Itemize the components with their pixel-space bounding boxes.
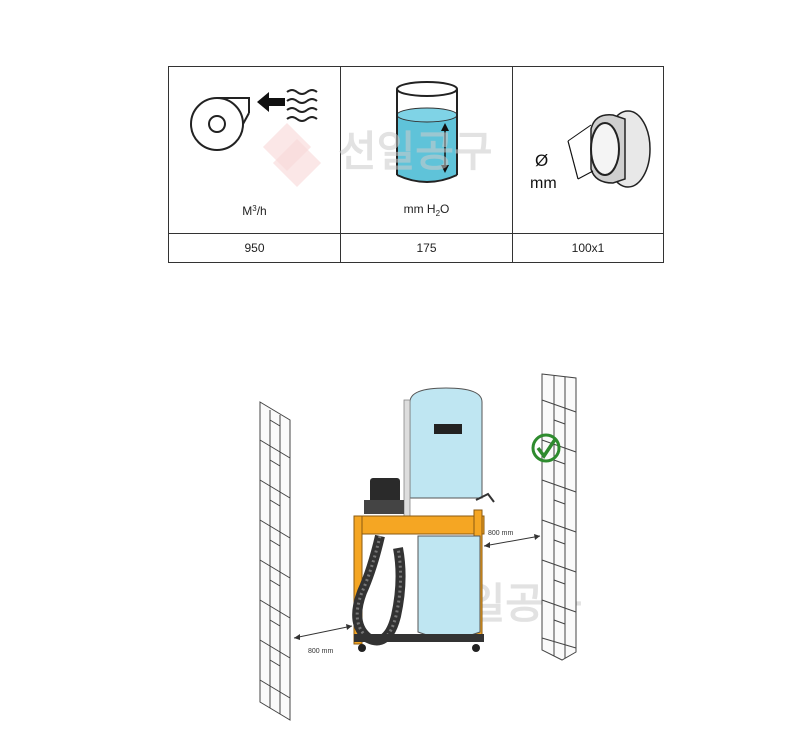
row-divider [513,233,663,234]
airflow-column: M3/h 950 [169,67,341,262]
row-divider [169,233,340,234]
clearance-left-label: 800 mm [308,648,334,655]
installation-illustration: 800 mm 800 mm [250,370,590,730]
water-column-icon [341,67,512,195]
right-wall [541,373,577,661]
left-wall [259,401,291,721]
airflow-unit: M3/h [242,204,267,218]
watermark-logo [258,122,328,196]
airflow-icon [169,67,340,195]
spec-table: M3/h 950 mm H2O 175 [168,66,664,263]
clearance-right-label: 800 mm [488,530,514,537]
watermark-text: 선일공구 [338,127,493,176]
pipe-connection-icon: Ø mm [513,67,663,195]
check-icon [531,433,561,463]
connection-mm-label: mm [530,175,557,192]
airflow-value: 950 [244,241,265,255]
pressure-unit: mm H2O [403,202,450,218]
connection-value: 100x1 [571,241,605,255]
row-divider [341,233,512,234]
pressure-value: 175 [416,241,437,255]
diameter-symbol: Ø [535,151,548,170]
pressure-column: mm H2O 175 [341,67,513,262]
connection-column: Ø mm 100x1 [513,67,663,262]
